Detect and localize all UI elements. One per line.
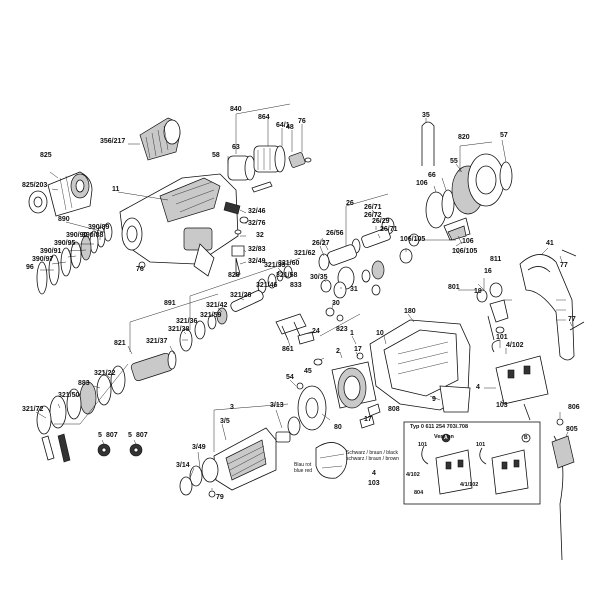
bearing-plate <box>296 382 327 431</box>
sds-chuck <box>139 117 181 161</box>
inset-101-left: 101 <box>418 442 428 448</box>
side-handle <box>519 249 585 361</box>
inset-4-102: 4/102 <box>406 472 420 478</box>
carbon-brushes <box>97 443 143 457</box>
wiring-blue-red: blue red <box>294 468 313 474</box>
inset-panel <box>403 421 541 505</box>
inset-101-right: 101 <box>476 442 486 448</box>
inset-4-1-102: 4/1/102 <box>460 482 479 488</box>
left-ring-stack <box>36 222 146 295</box>
lower-middle-parts <box>275 279 347 345</box>
wiring-schwarz-1: Schwarz / braun / black <box>346 450 398 456</box>
inset-version-a-badge: A <box>444 435 448 441</box>
wiring-note <box>315 442 348 479</box>
spindle-stack <box>36 265 293 463</box>
brush-holder-right <box>491 339 549 421</box>
inset-text: Typ 0 611 254 703/.708 Version A B 101 4… <box>404 422 540 504</box>
motor-housing <box>369 319 471 413</box>
inset-804: 804 <box>414 490 424 496</box>
inset-version-b-badge: B <box>524 435 528 441</box>
piston-group <box>318 217 420 296</box>
chuck-assembly <box>28 171 93 217</box>
inset-title: Typ 0 611 254 703/.708 <box>410 424 468 430</box>
armature <box>179 416 301 498</box>
wiring-blau-rot: Blau rot <box>294 462 312 468</box>
lever-parts <box>223 201 249 277</box>
gearbox-housing <box>119 173 239 277</box>
inset-version-label: Version <box>434 434 454 440</box>
stator-group <box>313 352 381 429</box>
switch-group <box>476 282 509 341</box>
power-cable <box>551 418 575 561</box>
wiring-schwarz-2: schwarz / braun / brown <box>346 456 400 462</box>
clutch-parts <box>227 145 312 193</box>
gear-top-right <box>421 121 513 241</box>
